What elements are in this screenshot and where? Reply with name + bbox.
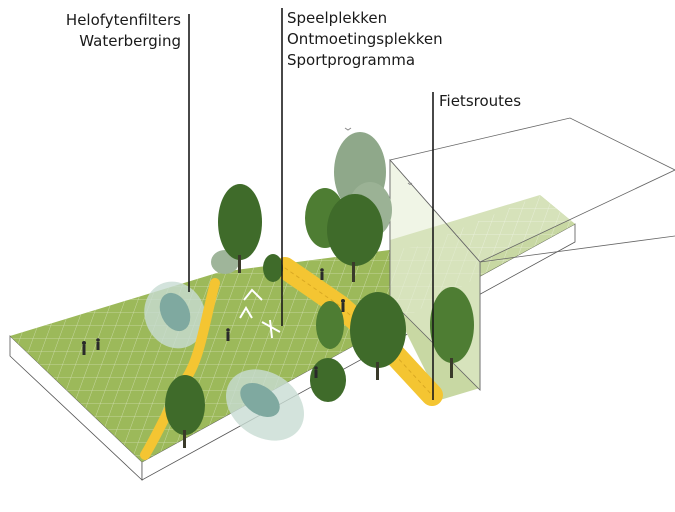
label-speelplekken: Speelplekken (287, 9, 388, 27)
water-basins (144, 281, 304, 441)
playground-icon (239, 288, 281, 339)
label-ontmoetingsplekken: Ontmoetingsplekken (287, 30, 443, 48)
tree-icon (165, 132, 474, 448)
bird-icon (344, 127, 413, 186)
label-program-functions: Speelplekken Ontmoetingsplekken Sportpro… (287, 8, 443, 71)
person-icon (82, 268, 345, 378)
label-sportprogramma: Sportprogramma (287, 51, 416, 69)
label-fietsroutes: Fietsroutes (439, 92, 522, 110)
label-routes: Fietsroutes (439, 91, 521, 112)
label-helofytenfilters: Helofytenfilters (65, 11, 181, 29)
label-waterberging: Waterberging (79, 32, 181, 50)
leader-lines (188, 8, 434, 400)
label-water-functions: Helofytenfilters Waterberging (66, 10, 181, 52)
